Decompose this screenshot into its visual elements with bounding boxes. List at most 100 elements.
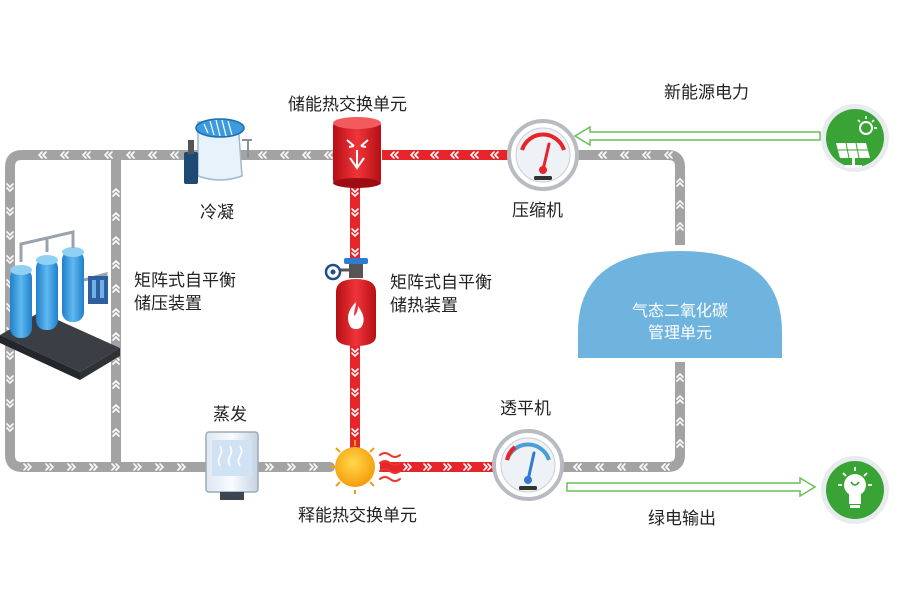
pipe-chevron bbox=[449, 151, 459, 159]
pipe-chevron bbox=[676, 221, 684, 231]
pipe-chevron bbox=[351, 248, 359, 258]
pipe-chevron bbox=[112, 427, 120, 437]
pipe-chevron bbox=[279, 151, 289, 159]
pipe-chevron bbox=[112, 283, 120, 293]
pipe-chevron bbox=[89, 463, 99, 471]
pipe-chevron bbox=[616, 463, 626, 471]
pipe-chevron bbox=[638, 463, 648, 471]
pipe-chevron bbox=[489, 151, 499, 159]
co2-management-line1: 气态二氧化碳 bbox=[631, 301, 728, 320]
pipe-chevron bbox=[351, 388, 359, 398]
matrix-pressure-storage-line1: 矩阵式自平衡 bbox=[134, 271, 236, 291]
pressure-storage-equipment-icon bbox=[0, 230, 120, 380]
pipe-chevron bbox=[676, 199, 684, 209]
pipe-chevron bbox=[155, 463, 165, 471]
pipe-chevron bbox=[6, 255, 14, 265]
output-power-arrow bbox=[566, 476, 817, 498]
pipe-chevron bbox=[125, 151, 135, 159]
pipe-chevron bbox=[403, 463, 413, 471]
pipe-chevron bbox=[660, 463, 670, 471]
co2-management-dome bbox=[572, 245, 788, 362]
solar-power-icon bbox=[821, 104, 889, 172]
pipe-chevron bbox=[37, 151, 47, 159]
matrix-pressure-storage-label: 矩阵式自平衡 储压装置 bbox=[134, 270, 236, 316]
evaporate-label: 蒸发 bbox=[213, 405, 247, 425]
pipe-chevron bbox=[265, 463, 275, 471]
pipe-chevron bbox=[177, 463, 187, 471]
pipe-chevron bbox=[6, 231, 14, 241]
pipe-chevron bbox=[287, 463, 297, 471]
pipe-chevron bbox=[133, 463, 143, 471]
pipe-chevron bbox=[351, 408, 359, 418]
storage-heat-exchanger-label: 储能热交换单元 bbox=[288, 95, 407, 115]
pipe-chevron bbox=[301, 151, 311, 159]
pipe-chevron bbox=[112, 211, 120, 221]
pipe-chevron bbox=[112, 403, 120, 413]
pipe-chevron bbox=[6, 423, 14, 433]
pipe-chevron bbox=[409, 151, 419, 159]
turbine-label: 透平机 bbox=[500, 399, 551, 419]
pipe-chevron bbox=[45, 463, 55, 471]
new-energy-power-label: 新能源电力 bbox=[664, 83, 749, 103]
matrix-pressure-storage-line2: 储压装置 bbox=[134, 294, 202, 314]
release-heat-exchanger-icon bbox=[330, 440, 401, 494]
pipe-chevron bbox=[572, 463, 582, 471]
evaporator-icon bbox=[205, 431, 259, 500]
pipe-chevron bbox=[81, 151, 91, 159]
pipe-chevron bbox=[6, 351, 14, 361]
pipe-chevron bbox=[676, 438, 684, 448]
turbine-gauge-icon bbox=[492, 429, 564, 501]
heat-storage-tank-icon bbox=[324, 258, 376, 346]
gray-pipe-chevrons bbox=[6, 151, 684, 471]
matrix-heat-storage-line1: 矩阵式自平衡 bbox=[390, 273, 492, 293]
pipe-chevron bbox=[619, 151, 629, 159]
green-power-output-icon bbox=[821, 456, 889, 524]
pipe-chevron bbox=[147, 151, 157, 159]
pipe-chevron bbox=[443, 463, 453, 471]
condenser-icon bbox=[184, 118, 252, 184]
pipe-chevron bbox=[351, 348, 359, 358]
pipe-chevron bbox=[103, 151, 113, 159]
pipe-chevron bbox=[112, 259, 120, 269]
pipe-chevron bbox=[323, 151, 333, 159]
pipe-chevron bbox=[663, 151, 673, 159]
release-heat-exchanger-label: 释能热交换单元 bbox=[298, 506, 417, 526]
pipe-chevron bbox=[597, 151, 607, 159]
pipe-chevron bbox=[351, 428, 359, 438]
pipe-chevron bbox=[59, 151, 69, 159]
pipe-chevron bbox=[6, 375, 14, 385]
pipe-chevron bbox=[351, 228, 359, 238]
pipe-chevron bbox=[351, 188, 359, 198]
pipe-chevron bbox=[676, 416, 684, 426]
compressor-label: 压缩机 bbox=[512, 201, 563, 221]
pipe-chevron bbox=[169, 151, 179, 159]
condense-label: 冷凝 bbox=[200, 203, 234, 223]
pipe-chevron bbox=[389, 151, 399, 159]
pipe-chevron bbox=[676, 372, 684, 382]
pipe-chevron bbox=[676, 177, 684, 187]
pipe-chevron bbox=[111, 463, 121, 471]
pipe-chevron bbox=[23, 463, 33, 471]
input-power-arrow bbox=[573, 125, 821, 147]
pipe-chevron bbox=[112, 235, 120, 245]
pipe-chevron bbox=[463, 463, 473, 471]
pipe-chevron bbox=[112, 187, 120, 197]
red-pipe-chevrons bbox=[351, 151, 499, 471]
pipe-chevron bbox=[594, 463, 604, 471]
compressor-gauge-icon bbox=[507, 119, 579, 191]
co2-management-label: 气态二氧化碳 管理单元 bbox=[600, 300, 760, 344]
pipe-chevron bbox=[6, 183, 14, 193]
pipe-chevron bbox=[309, 463, 319, 471]
storage-heat-exchanger-icon bbox=[333, 117, 381, 188]
pipe-chevron bbox=[469, 151, 479, 159]
matrix-heat-storage-label: 矩阵式自平衡 储热装置 bbox=[390, 272, 492, 318]
pipe-chevron bbox=[676, 394, 684, 404]
pipe-chevron bbox=[257, 151, 267, 159]
pipe-chevron bbox=[6, 399, 14, 409]
matrix-heat-storage-line2: 储热装置 bbox=[390, 296, 458, 316]
pipe-chevron bbox=[112, 307, 120, 317]
pipe-chevron bbox=[429, 151, 439, 159]
green-power-output-label: 绿电输出 bbox=[648, 509, 716, 529]
pipe-chevron bbox=[67, 463, 77, 471]
